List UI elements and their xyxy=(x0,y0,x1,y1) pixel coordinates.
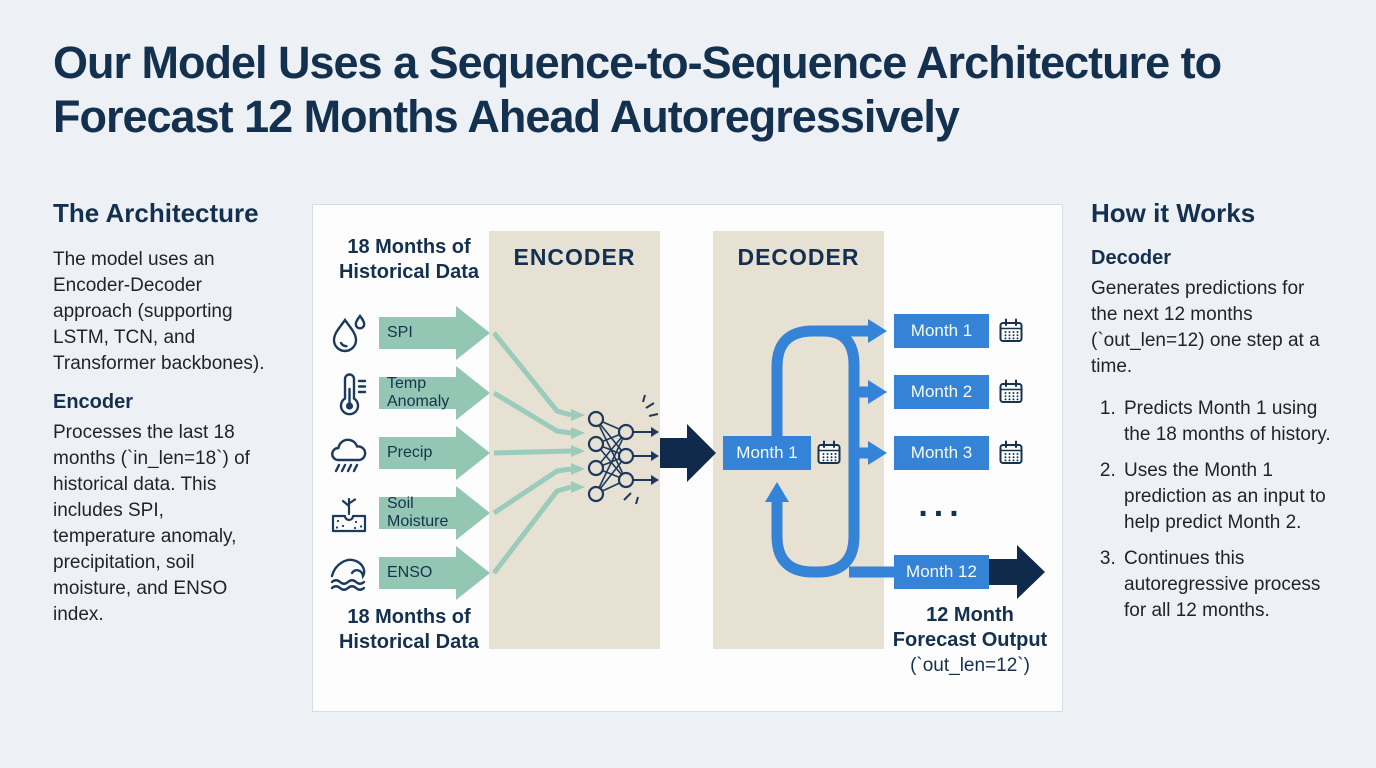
output-month-12-box: Month 12 xyxy=(894,555,989,589)
input-label-temp-anomaly: Temp Anomaly xyxy=(387,375,450,410)
calendar-icon xyxy=(997,439,1025,467)
step-2: Uses the Month 1 prediction as an input … xyxy=(1121,458,1334,536)
page-title-line-1: Our Model Uses a Sequence-to-Sequence Ar… xyxy=(53,37,1222,88)
input-label-precip: Precip xyxy=(387,444,433,461)
output-month-1-box: Month 1 xyxy=(894,314,989,348)
output-month-2-box: Month 2 xyxy=(894,375,989,409)
output-ellipsis: ... xyxy=(918,486,965,524)
how-it-works-heading: How it Works xyxy=(1091,198,1256,228)
water-drop-icon xyxy=(325,309,373,357)
input-arrow xyxy=(379,306,490,600)
page-title: Our Model Uses a Sequence-to-Sequence Ar… xyxy=(53,36,1333,144)
input-connector-lines xyxy=(492,331,572,575)
output-month-3-box: Month 3 xyxy=(894,436,989,470)
input-label-soil-moisture: Soil Moisture xyxy=(387,495,449,530)
input-connector-arrowheads xyxy=(571,409,585,493)
input-label-enso: ENSO xyxy=(387,564,433,581)
historical-data-label-top: 18 Months of Historical Data xyxy=(338,236,480,283)
how-it-works-column: How it Works Decoder Generates predictio… xyxy=(1091,198,1334,634)
encoder-label: ENCODER xyxy=(513,244,636,270)
historical-data-label-bottom: 18 Months of Historical Data xyxy=(338,606,480,653)
encoder-column: ENCODER xyxy=(489,231,660,649)
encoder-to-decoder-arrow xyxy=(660,424,716,482)
forecast-output-arrow xyxy=(989,545,1045,599)
decoder-heading: Decoder xyxy=(1091,247,1172,269)
forecast-output-code: (`out_len=12`) xyxy=(910,655,1030,676)
calendar-icon xyxy=(997,317,1025,345)
step-3: Continues this autoregressive process fo… xyxy=(1121,546,1334,624)
architecture-heading: The Architecture xyxy=(53,198,259,228)
architecture-diagram: ENCODER DECODER xyxy=(312,204,1063,712)
neural-network-icon xyxy=(587,394,659,505)
diagram-connectors xyxy=(379,306,1045,600)
step-1: Predicts Month 1 using the 18 months of … xyxy=(1121,396,1334,448)
input-label-spi: SPI xyxy=(387,324,413,341)
decoder-description: Generates predictions for the next 12 mo… xyxy=(1091,278,1320,377)
thermometer-icon xyxy=(325,369,373,417)
decoder-label: DECODER xyxy=(737,244,860,270)
calendar-icon xyxy=(997,378,1025,406)
rain-cloud-icon xyxy=(325,429,373,477)
autoregressive-loop xyxy=(771,325,894,578)
encoder-description: Processes the last 18 months (`in_len=18… xyxy=(53,422,250,625)
architecture-column: The Architecture The model uses an Encod… xyxy=(53,198,268,636)
forecast-output-caption: 12 Month Forecast Output xyxy=(892,604,1048,651)
encoder-heading: Encoder xyxy=(53,391,134,413)
architecture-intro: The model uses an Encoder-Decoder approa… xyxy=(53,249,265,374)
decoder-month-1-box: Month 1 xyxy=(723,436,811,470)
ocean-wave-icon xyxy=(325,549,373,597)
loop-arrowheads xyxy=(765,319,887,502)
autoregressive-steps: Predicts Month 1 using the 18 months of … xyxy=(1091,396,1334,624)
calendar-icon xyxy=(815,439,843,467)
soil-moisture-icon xyxy=(325,489,373,537)
page-title-line-2: Forecast 12 Months Ahead Autoregressivel… xyxy=(53,91,960,142)
